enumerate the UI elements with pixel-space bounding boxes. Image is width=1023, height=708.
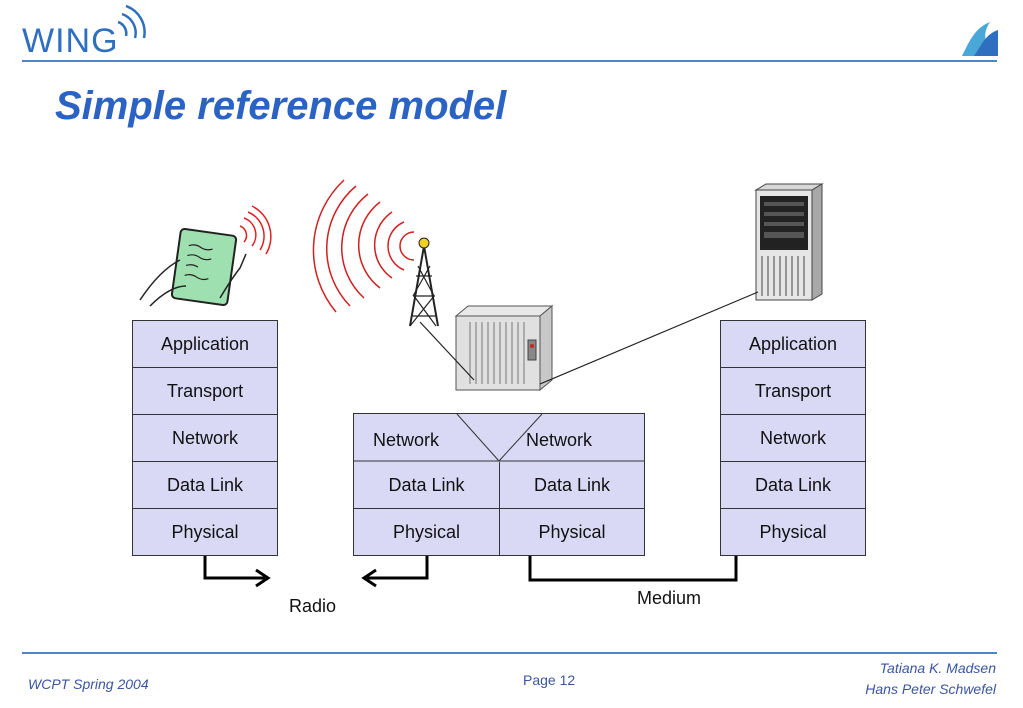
right-layer-application: Application xyxy=(748,334,838,354)
right-layer-physical: Physical xyxy=(721,508,865,556)
radio-label: Radio xyxy=(289,596,337,616)
left-layer-network: Network xyxy=(133,414,277,462)
footer-author-1: Tatiana K. Madsen xyxy=(879,660,996,676)
middle-protocol-stack: Network Network Data Link Data Link Phys… xyxy=(353,413,645,556)
middle-left-physical: Physical xyxy=(354,508,499,556)
header-divider xyxy=(22,60,997,62)
middle-stack-divider xyxy=(499,462,500,555)
middle-right-network: Network xyxy=(526,430,593,450)
base-station-icon xyxy=(454,304,554,392)
right-layer-network: Network xyxy=(721,414,865,462)
medium-wire xyxy=(528,555,738,582)
footer-author-2: Hans Peter Schwefel xyxy=(865,681,996,697)
medium-label: Medium xyxy=(637,588,702,608)
tower-to-station-link xyxy=(419,321,475,381)
footer-divider xyxy=(22,652,997,654)
left-layer-application: Application xyxy=(160,334,250,354)
left-layer-transport: Transport xyxy=(133,367,277,415)
tower-signal-icon xyxy=(312,179,415,313)
pda-device-icon xyxy=(139,227,247,307)
server-icon xyxy=(754,183,824,301)
middle-right-physical: Physical xyxy=(500,508,644,556)
middle-left-datalink: Data Link xyxy=(388,475,465,495)
wing-logo: WING xyxy=(22,22,119,60)
right-layer-transport: Transport xyxy=(721,367,865,415)
radio-arrows xyxy=(203,555,429,588)
network-join-lines xyxy=(354,414,644,462)
right-protocol-stack: Application Transport Network Data Link … xyxy=(720,320,866,556)
page-title: Simple reference model xyxy=(55,84,507,128)
station-to-server-link xyxy=(539,291,759,385)
left-layer-physical: Physical xyxy=(133,508,277,556)
radio-tower-icon xyxy=(409,237,439,327)
right-layer-datalink: Data Link xyxy=(721,461,865,509)
left-layer-datalink: Data Link xyxy=(133,461,277,509)
footer-page: Page 12 xyxy=(523,672,576,688)
pda-signal-icon xyxy=(239,205,272,255)
footer-course: WCPT Spring 2004 xyxy=(28,676,149,692)
left-protocol-stack: Application Transport Network Data Link … xyxy=(132,320,278,556)
middle-right-datalink: Data Link xyxy=(533,475,611,495)
middle-left-network: Network xyxy=(373,430,440,450)
